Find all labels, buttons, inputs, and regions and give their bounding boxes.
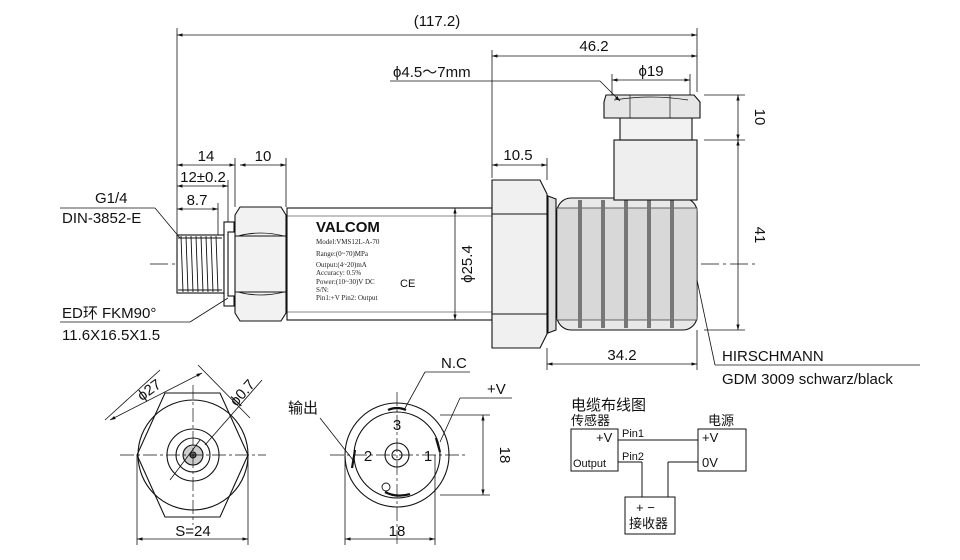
hex-front-view: [104, 364, 266, 545]
nameplate-accuracy: Accuracy: 0.5%: [316, 269, 361, 277]
power-box: [697, 428, 747, 472]
dim-cable-diameter: ϕ4.5～7mm: [393, 64, 471, 81]
brand-logo: VALCOM: [316, 219, 380, 236]
dim-connector-height: 41: [751, 227, 768, 244]
pin2-label: 2: [364, 448, 372, 465]
wire-pin1: Pin1: [622, 428, 644, 440]
power-plus-v: +V: [702, 430, 719, 445]
plus-v-label: +V: [487, 381, 506, 398]
dim-thread-12: 12±0.2: [180, 169, 226, 186]
thread: [176, 221, 239, 307]
nameplate-range: Range:(0~70)MPa: [316, 250, 369, 258]
dim-nut-105: 10.5: [503, 147, 532, 164]
dim-gland-diameter: ϕ19: [638, 63, 663, 80]
dim-overall-length: (117.2): [414, 13, 460, 30]
ce-mark: CE: [400, 278, 415, 290]
sensor-body: [286, 207, 493, 321]
pin1-label: 1: [424, 448, 432, 465]
receiver-box: [624, 496, 676, 535]
dim-connector-length: 46.2: [579, 38, 608, 55]
output-cn-label: 输出: [288, 400, 318, 417]
dim-hex-diameter: ϕ27: [134, 376, 164, 405]
dim-hex-size: S=24: [175, 523, 210, 540]
receiver-signs: + −: [636, 500, 655, 515]
thread-std-label: DIN-3852-E: [62, 210, 141, 227]
hex-nut: [234, 206, 287, 322]
nameplate-output: Output:(4~20)mA: [316, 261, 367, 269]
sensor-output: Output: [573, 458, 606, 470]
dim-face-width: 18: [389, 523, 406, 540]
hirschmann-connector: [556, 94, 701, 331]
dim-port-diameter: ϕ0.7: [227, 376, 259, 409]
seal-label-line2: 11.6X16.5X1.5: [62, 327, 160, 344]
pin3-label: 3: [393, 417, 401, 434]
dim-connector-bottom: 34.2: [607, 347, 636, 364]
thread-spec-label: G1/4: [95, 190, 128, 207]
dim-thread-87: 8.7: [187, 192, 208, 209]
dim-gland-height: 10: [751, 109, 768, 126]
dim-face-height: 18: [496, 447, 513, 464]
connector-model-label: GDM 3009 schwarz/black: [722, 371, 893, 388]
sensor-box: [570, 428, 619, 472]
dim-hex-width: 10: [255, 148, 272, 165]
wiring-diagram: [570, 428, 747, 535]
nc-label: N.C: [441, 355, 467, 372]
dim-thread-14: 14: [198, 148, 215, 165]
side-view: [60, 28, 920, 370]
sensor-title: 传感器: [571, 413, 610, 428]
sensor-plus-v: +V: [596, 430, 613, 445]
power-zero-v: 0V: [702, 455, 718, 470]
seal-label-line1: ED环 FKM90°: [62, 305, 156, 322]
dim-body-diameter: ϕ25.4: [459, 245, 476, 283]
dimension-lines: [60, 28, 920, 370]
connector-face-view: [319, 371, 512, 545]
nameplate-pins: Pin1:+V Pin2: Output: [316, 294, 377, 302]
receiver-title: 接收器: [629, 516, 668, 531]
power-source-title: 电源: [708, 413, 734, 428]
connector-brand-label: HIRSCHMANN: [722, 348, 824, 365]
wiring-title: 电缆布线图: [571, 397, 646, 414]
nameplate: VALCOM Model:VMS12L-A-70 Range:(0~70)MPa…: [316, 219, 415, 302]
nameplate-sn: S/N:: [316, 286, 329, 294]
nameplate-model: Model:VMS12L-A-70: [316, 238, 380, 246]
nameplate-power: Power:(10~30)V DC: [316, 278, 375, 286]
connector-nut: [491, 179, 557, 349]
wire-pin2: Pin2: [622, 451, 644, 463]
